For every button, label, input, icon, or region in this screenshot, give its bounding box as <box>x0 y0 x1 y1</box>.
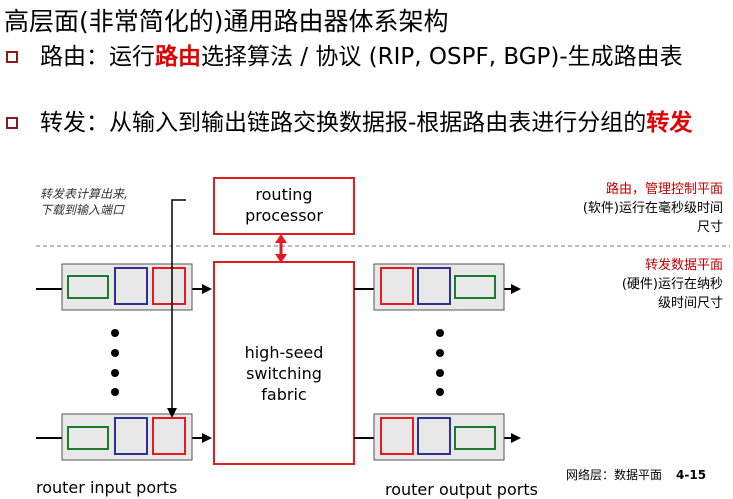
arrow-right-icon <box>202 433 212 443</box>
control-plane-line: 尺寸 <box>696 220 723 235</box>
output-ports-label: router output ports <box>385 480 538 499</box>
input-port-bottom <box>61 413 193 461</box>
page-number: 4-15 <box>676 468 707 482</box>
output-port-bottom <box>373 413 505 461</box>
queue-red <box>380 417 414 455</box>
queue-green <box>67 426 109 450</box>
ellipsis-dot <box>111 329 119 337</box>
bullet-routing-highlight: 路由 <box>155 44 201 70</box>
control-plane-line: (软件)运行在毫秒级时间 <box>582 201 723 216</box>
data-plane-note: 转发数据平面 (硬件)运行在纳秒 级时间尺寸 <box>622 256 723 313</box>
queue-blue <box>417 417 451 455</box>
bullet-routing-post: 选择算法 / 协议 (RIP, OSPF, BGP)-生成路由表 <box>201 44 683 70</box>
queue-green <box>454 426 496 450</box>
ellipsis-dot <box>436 329 444 337</box>
note-line: 转发表计算出来, <box>40 187 128 201</box>
control-plane-note: 路由，管理控制平面 (软件)运行在毫秒级时间 尺寸 <box>583 180 723 237</box>
footer-section: 网络层：数据平面 <box>566 468 663 482</box>
forwarding-table-note: 转发表计算出来, 下载到输入端口 <box>40 186 128 218</box>
queue-green <box>454 275 496 299</box>
queue-red <box>380 267 414 305</box>
input-port-top <box>61 263 193 311</box>
queue-red <box>152 267 186 305</box>
switching-fabric-label: high-seed switching fabric <box>244 343 324 404</box>
routing-processor-box <box>213 177 355 235</box>
data-plane-line: 级时间尺寸 <box>657 296 723 311</box>
ellipsis-dot <box>111 349 119 357</box>
page-title: 高层面(非常简化的)通用路由器体系架构 <box>4 7 449 36</box>
ellipsis-dot <box>111 369 119 377</box>
data-plane-header: 转发数据平面 <box>644 258 723 273</box>
ellipsis-dot <box>436 349 444 357</box>
bullet-box-icon <box>6 51 18 63</box>
bullet-box-icon <box>6 117 18 129</box>
bullet-forwarding-highlight: 转发 <box>646 110 693 136</box>
switching-fabric-box <box>213 261 355 465</box>
bullet-forwarding-pre: 转发：从输入到输出链路交换数据报-根据路由表进行分组的 <box>40 110 647 136</box>
arrow-right-icon <box>511 284 521 294</box>
output-port-top <box>373 263 505 311</box>
queue-blue <box>114 417 148 455</box>
bullet-routing-pre: 路由：运行路由选择算法 / 协议 (RIP, OSPF, BGP)-生成路由表 <box>40 44 683 70</box>
arrow-right-icon <box>202 284 212 294</box>
input-ports-label: router input ports <box>36 478 178 497</box>
queue-blue <box>114 267 148 305</box>
arrow-right-icon <box>511 433 521 443</box>
queue-green <box>67 275 109 299</box>
arrow-up-icon <box>275 234 287 243</box>
note-line: 下载到输入端口 <box>40 203 125 217</box>
arrow-down-icon <box>167 408 177 418</box>
arrow-down-icon <box>275 254 287 263</box>
ellipsis-dot <box>436 388 444 396</box>
control-plane-header: 路由，管理控制平面 <box>605 182 723 197</box>
routing-processor-label: routing processor <box>245 185 323 225</box>
data-plane-line: (硬件)运行在纳秒 <box>621 277 723 292</box>
ellipsis-dot <box>111 388 119 396</box>
ellipsis-dot <box>436 369 444 377</box>
queue-red <box>152 417 186 455</box>
slide-footer: 网络层：数据平面 4-15 <box>566 466 706 483</box>
queue-blue <box>417 267 451 305</box>
table-download-line <box>171 199 186 410</box>
